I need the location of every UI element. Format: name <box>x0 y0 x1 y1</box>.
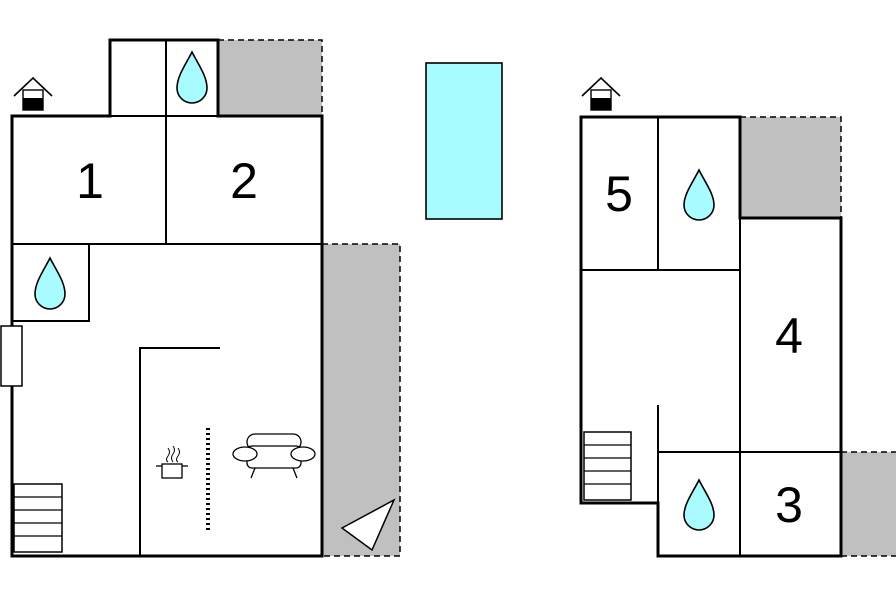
room-number-1: 1 <box>76 153 104 209</box>
terrace-top <box>739 116 842 219</box>
terrace-top <box>217 39 323 117</box>
stove-icon <box>156 445 188 479</box>
water-drop-icon <box>683 478 715 531</box>
sofa-icon <box>232 433 316 479</box>
ground-floor-plan: 1 2 <box>0 38 401 558</box>
house-icon <box>13 76 53 111</box>
water-drop-icon <box>176 50 208 104</box>
room-number-4: 4 <box>775 308 803 364</box>
water-drop-icon <box>683 168 715 221</box>
house-icon <box>581 76 621 111</box>
upper-floor-plan: 5 4 3 <box>579 76 896 558</box>
stairs-icon <box>583 431 632 501</box>
room-number-2: 2 <box>230 153 258 209</box>
stairs-icon <box>13 483 63 553</box>
bathroom-wall <box>12 244 90 322</box>
terrace-view-icon <box>340 498 396 552</box>
room-number-3: 3 <box>775 477 803 533</box>
window-icon <box>0 325 23 387</box>
swimming-pool <box>425 62 503 220</box>
room-number-5: 5 <box>605 166 633 222</box>
water-drop-icon <box>34 256 66 310</box>
upper-floor-outer-wall <box>579 115 843 558</box>
terrace-bottom-right <box>840 451 896 557</box>
kitchen-partition <box>139 347 220 556</box>
